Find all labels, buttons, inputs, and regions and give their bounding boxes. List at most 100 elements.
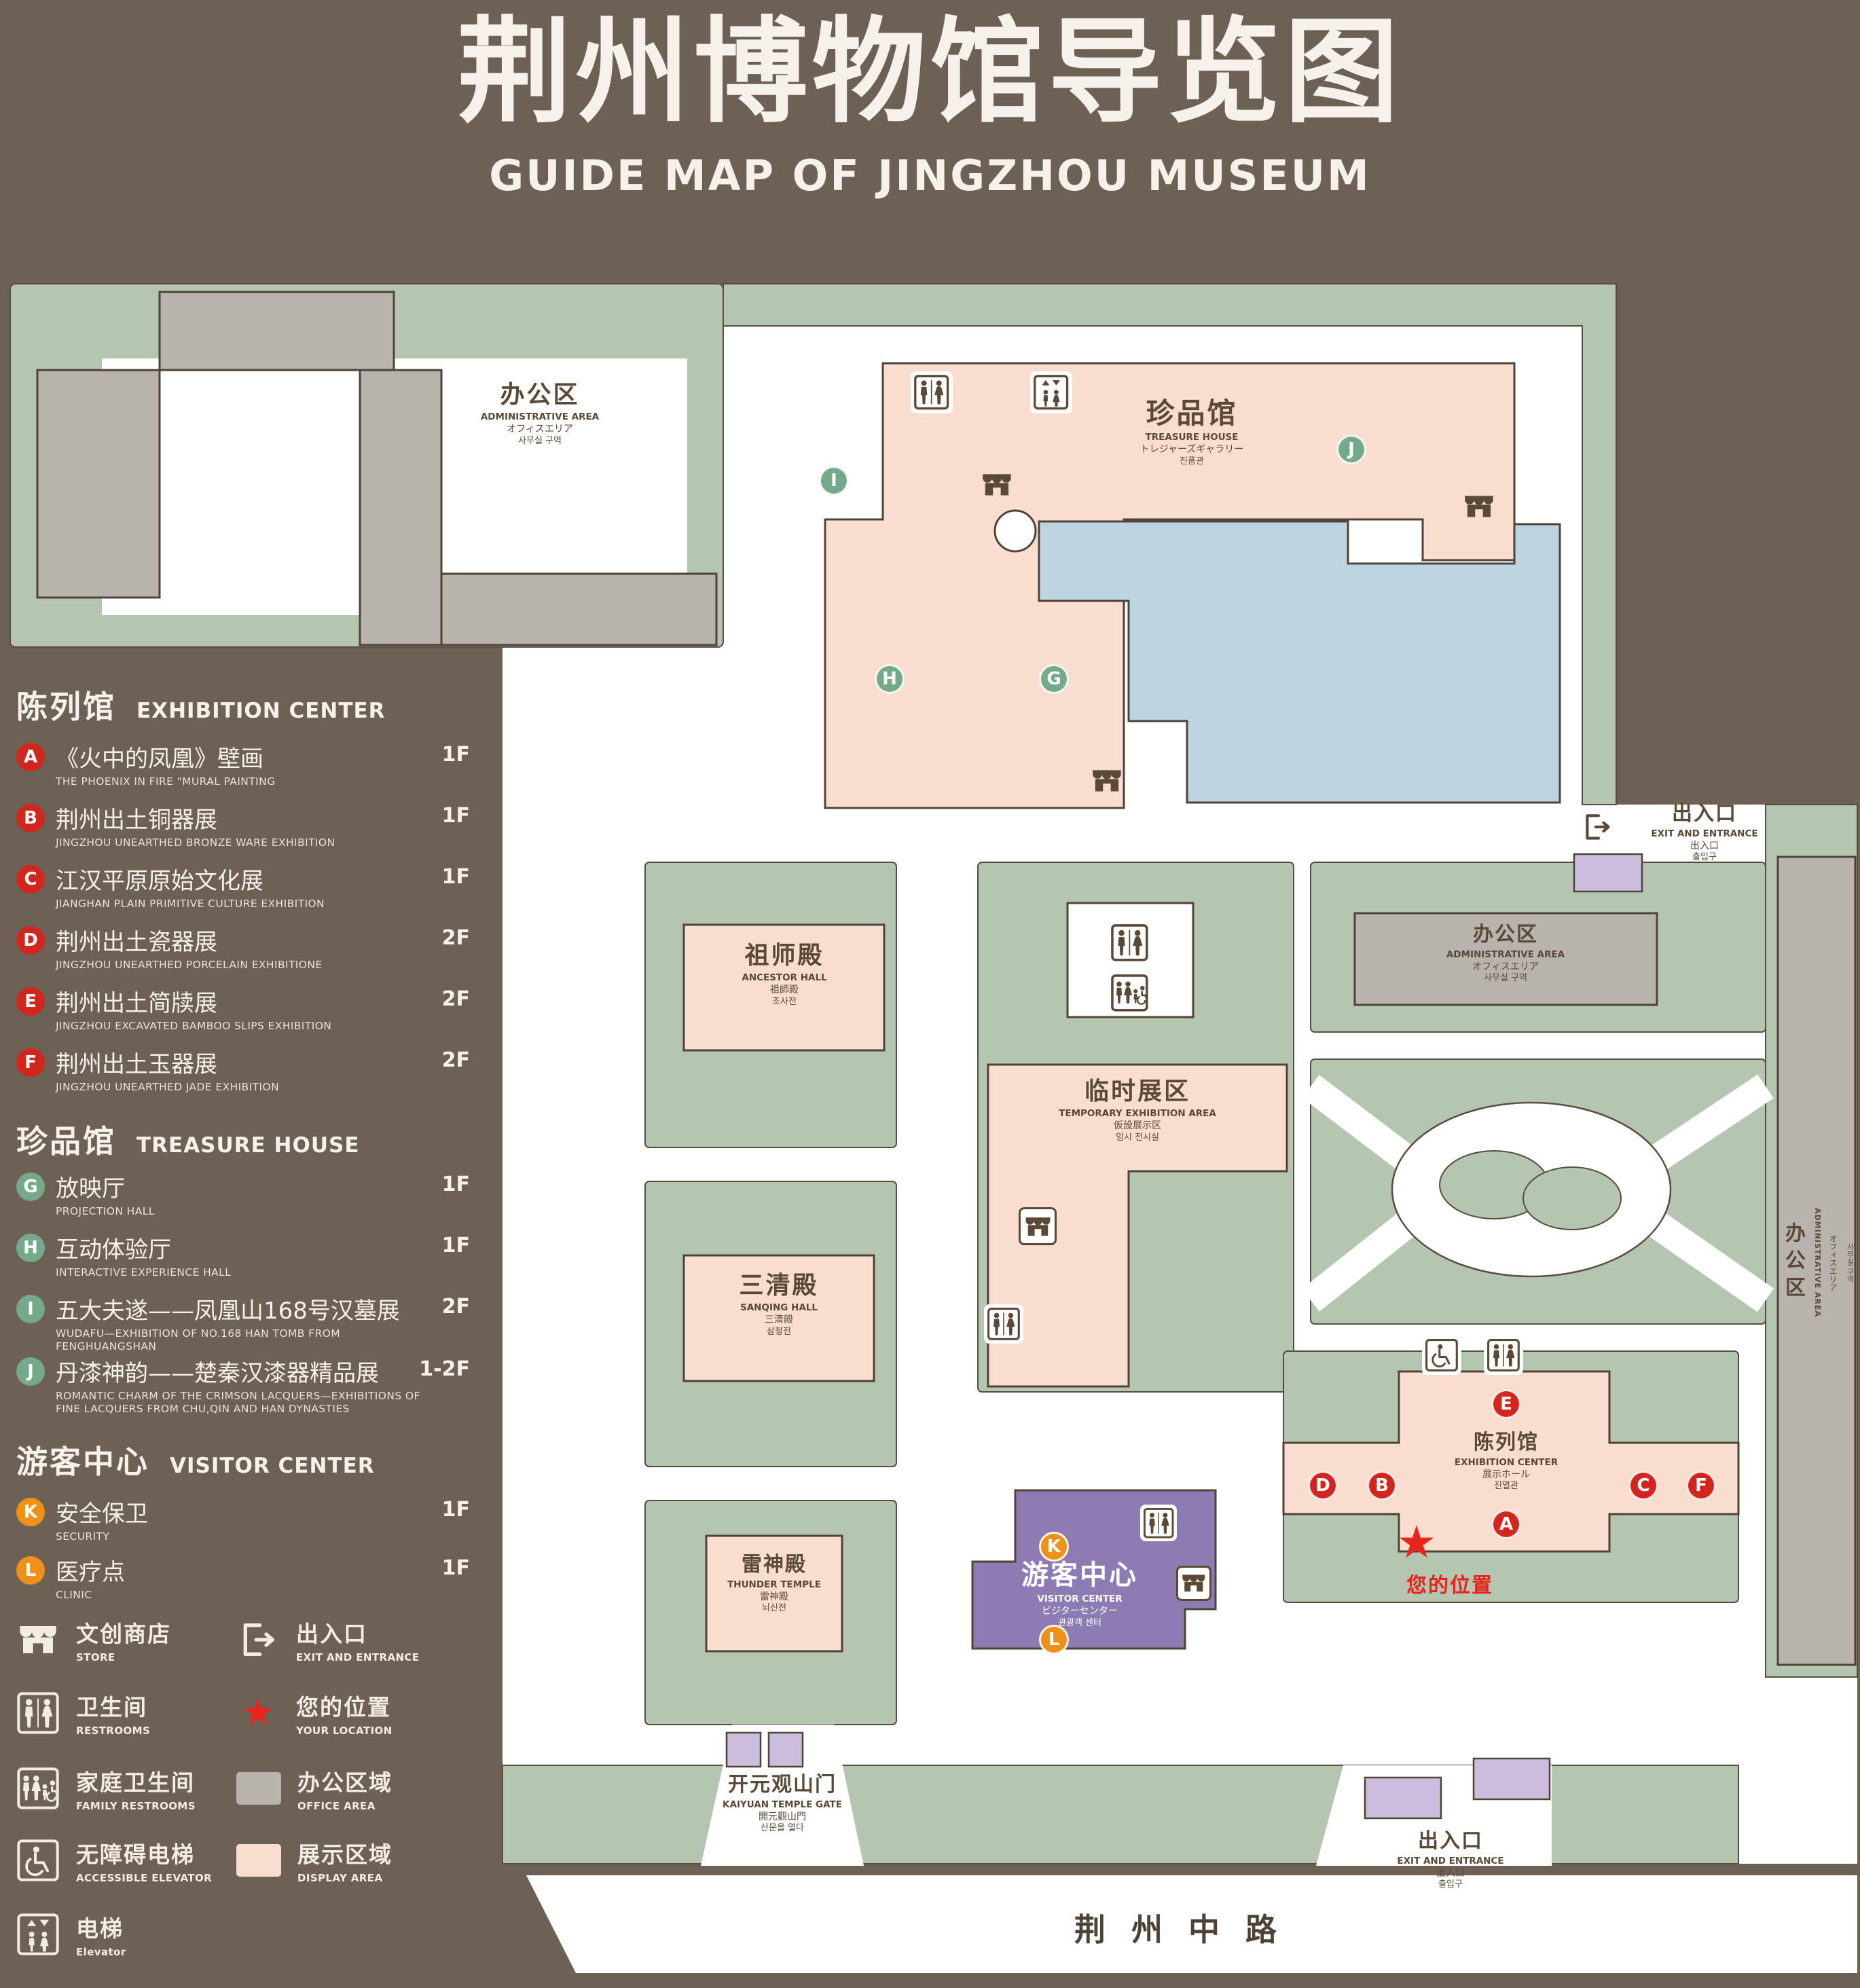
item-name-zh: 《火中的凤凰》壁画 [56, 746, 263, 773]
marker-badge-K: K [16, 1497, 45, 1526]
list-item-E: E 荆州出土简牍展 2F JINGZHOU EXCAVATED BAMBOO S… [16, 984, 470, 1033]
legend-label-zh: 办公区域 [297, 1769, 393, 1796]
legend-label-en: EXIT AND ENTRANCE [296, 1651, 420, 1663]
list-item-C: C 江汉平原原始文化展 1F JIANGHAN PLAIN PRIMITIVE … [16, 862, 470, 910]
garden-path-sw [1301, 1211, 1419, 1312]
accessible-elevator-icon [1422, 1336, 1461, 1375]
legend-your-location: ★ 您的位置 YOUR LOCATION [236, 1689, 393, 1737]
list-item-G: G 放映厅 1F PROJECTION HALL [16, 1170, 470, 1218]
section-title-zh: 游客中心 [16, 1443, 149, 1480]
family-restroom-icon [16, 1767, 60, 1810]
page-subtitle: GUIDE MAP OF JINGZHOU MUSEUM [489, 151, 1371, 200]
legend-label-zh: 您的位置 [296, 1694, 391, 1720]
item-name-zh: 放映厅 [56, 1175, 125, 1202]
map-marker-A: A [1491, 1509, 1521, 1539]
legend-family-restrooms: 家庭卫生间 FAMILY RESTROOMS [16, 1765, 196, 1812]
section-title-zh: 陈列馆 [16, 688, 116, 725]
label-admin-topleft: 办公区 ADMINISTRATIVE AREA オフィスエリア 사무실 구역 [435, 381, 645, 447]
legend-label-zh: 出入口 [296, 1621, 367, 1647]
map-marker-G: G [1039, 664, 1069, 694]
map-marker-F: F [1686, 1471, 1716, 1501]
item-name-zh: 荆州出土玉器展 [56, 1051, 217, 1078]
item-name-en: ROMANTIC CHARM OF THE CRIMSON LACQUERS—E… [56, 1390, 420, 1416]
section-title-zh: 珍品馆 [16, 1123, 116, 1160]
floor-label: 1F [441, 1556, 470, 1580]
exit-icon [236, 1618, 280, 1661]
round-pavilion [993, 509, 1037, 553]
list-item-H: H 互动体验厅 1F INTERACTIVE EXPERIENCE HALL [16, 1231, 470, 1279]
item-name-en: SECURITY [56, 1530, 110, 1543]
building-name-zh: 办公区 [1473, 923, 1538, 946]
road-name: 荆州中路 [1074, 1911, 1302, 1948]
item-name-zh: 安全保卫 [56, 1501, 148, 1528]
list-item-L: L 医疗点 1F CLINIC [16, 1553, 470, 1602]
legend-label-en: Elevator [76, 1946, 126, 1958]
item-name-en: JINGZHOU EXCAVATED BAMBOO SLIPS EXHIBITI… [56, 1020, 332, 1032]
legend-restrooms: 卫生间 RESTROOMS [16, 1689, 150, 1737]
building-name-en: EXHIBITION CENTER [1454, 1456, 1558, 1468]
gate-name-zh: 开元观山门 [728, 1773, 837, 1797]
display-area-swatch [236, 1844, 281, 1877]
building-name-jp: 仮設展示区 [1114, 1120, 1161, 1132]
map-marker-B: B [1367, 1471, 1397, 1501]
building-name-kr: 진열관 [1494, 1481, 1518, 1492]
location-star-icon: ★ [240, 1691, 276, 1735]
label-admin-right-vertical: 办公区 ADMINISTRATIVE AREA オフィスエリア 사무실 구역 [1781, 1018, 1855, 1507]
exit-pad-bottom-left [1364, 1776, 1442, 1820]
your-location-star: ★ [1396, 1516, 1437, 1568]
label-exit-bottom: 出入口 EXIT AND ENTRANCE 出入口 출입구 [1379, 1830, 1522, 1890]
label-exhibition-center: 陈列馆 EXHIBITION CENTER 展示ホール 진열관 [1419, 1431, 1593, 1492]
building-name-zh: 珍品馆 [1146, 397, 1238, 430]
building-admin-center-right [1353, 912, 1658, 1006]
list-item-D: D 荆州出土瓷器展 2F JINGZHOU UNEARTHED PORCELAI… [16, 923, 470, 972]
legend-label-en: RESTROOMS [76, 1725, 151, 1737]
label-exit-top-right: 出入口 EXIT AND ENTRANCE 出入口 출입구 [1640, 803, 1769, 863]
label-ancestor-hall: 祖师殿 ANCESTOR HALL 祖師殿 조사전 [686, 942, 883, 1008]
legend-accessible-elevator: 无障碍电梯 ACCESSIBLE ELEVATOR [16, 1837, 212, 1884]
section-header-treasure-house: 珍品馆 TREASURE HOUSE [16, 1117, 360, 1162]
building-name-jp: オフィスエリア [507, 424, 573, 435]
item-name-en: CLINIC [56, 1589, 92, 1601]
legend-label-en: FAMILY RESTROOMS [76, 1800, 196, 1812]
store-icon [1459, 487, 1499, 526]
marker-badge-L: L [16, 1556, 45, 1585]
floor-label: 1F [441, 865, 470, 889]
legend-label-zh: 文创商店 [76, 1621, 171, 1647]
label-visitor-center: 游客中心 VISITOR CENTER ビジターセンター 관광객 센터 [978, 1560, 1182, 1628]
building-name-kr: 뇌신전 [762, 1603, 786, 1614]
restroom-icon [16, 1691, 60, 1735]
map-marker-D: D [1308, 1471, 1338, 1501]
label-treasure-house: 珍品馆 TREASURE HOUSE トレジャーズギャラリー 진품관 [1080, 397, 1304, 466]
building-admin-topleft-south [440, 572, 718, 646]
exit-name-en: EXIT AND ENTRANCE [1651, 828, 1758, 839]
restroom-icon [1484, 1336, 1523, 1375]
building-name-kr: 조사전 [772, 997, 797, 1008]
family-restroom-icon [1107, 970, 1152, 1015]
building-name-jp: 雷神殿 [760, 1591, 788, 1602]
item-name-zh: 江汉平原原始文化展 [56, 868, 263, 895]
marker-badge-I: I [16, 1294, 45, 1323]
marker-badge-A: A [16, 742, 45, 771]
item-name-zh: 五大夫遂——凤凰山168号汉墓展 [56, 1297, 400, 1325]
gate-name-kr: 산문을 열다 [761, 1823, 804, 1834]
item-name-en: JINGZHOU UNEARTHED PORCELAIN EXHIBITIONE [56, 959, 323, 971]
legend-label-en: YOUR LOCATION [296, 1725, 393, 1737]
marker-badge-C: C [16, 864, 45, 894]
pond [1038, 520, 1561, 804]
building-name-kr: 임시 전시실 [1116, 1133, 1159, 1143]
marker-badge-D: D [16, 925, 45, 955]
building-thunder-temple [705, 1534, 843, 1653]
label-temporary-exhibition: 临时展区 TEMPORARY EXHIBITION AREA 仮設展示区 임시 … [1015, 1078, 1260, 1143]
list-item-I: I 五大夫遂——凤凰山168号汉墓展 2F WUDAFU—EXHIBITION … [16, 1292, 470, 1354]
item-name-zh: 荆州出土简牍展 [56, 990, 217, 1017]
building-ancestor-hall [682, 923, 886, 1052]
building-admin-topleft-west [36, 369, 161, 599]
legend-label-zh: 卫生间 [76, 1694, 147, 1720]
item-name-zh: 丹漆神韵——楚秦汉漆器精品展 [56, 1360, 379, 1387]
item-name-en: JINGZHOU UNEARTHED JADE EXHIBITION [56, 1081, 280, 1093]
map-marker-K: K [1039, 1532, 1069, 1562]
building-name-en: VISITOR CENTER [1037, 1593, 1123, 1604]
legend-elevator: 电梯 Elevator [16, 1911, 126, 1958]
building-name-en: ADMINISTRATIVE AREA [480, 411, 600, 423]
